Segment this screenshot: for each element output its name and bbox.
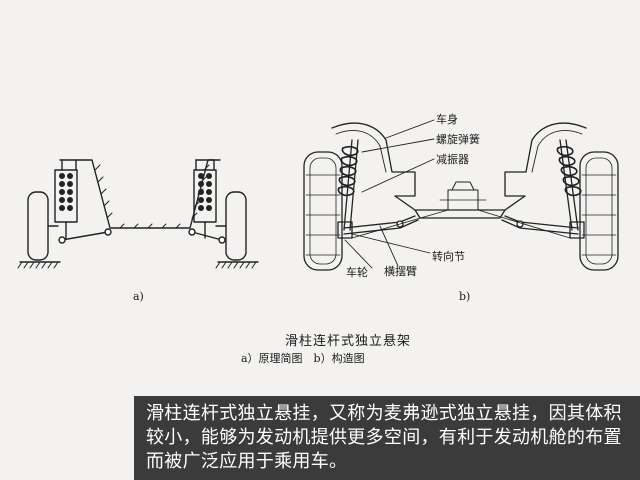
- leader-lines: [344, 119, 435, 269]
- left-wheel-schematic: [27, 191, 49, 261]
- label-steering-knuckle: 转向节: [432, 250, 465, 263]
- left-tire: [303, 151, 343, 271]
- panel-b-label: b): [459, 290, 471, 303]
- label-body: 车身: [436, 113, 458, 126]
- label-shock-absorber: 减振器: [436, 153, 469, 166]
- label-wheel: 车轮: [346, 266, 368, 279]
- left-fender: [331, 122, 416, 197]
- panel-a-label: a): [133, 290, 144, 303]
- right-knuckle: [569, 221, 585, 239]
- right-fender: [504, 122, 587, 197]
- caption-text: 滑柱连杆式独立悬挂，又称为麦弗逊式独立悬挂，因其体积较小，能够为发动机提供更多空…: [146, 403, 622, 472]
- figure-subtitle: a）原理简图 b）构造图: [241, 352, 365, 365]
- subframe: [394, 195, 526, 211]
- construction-diagram: [303, 119, 619, 271]
- label-control-arm: 横摆臂: [384, 265, 417, 278]
- left-knuckle: [337, 221, 353, 239]
- right-tire: [579, 151, 619, 271]
- label-coil-spring: 螺旋弹簧: [436, 133, 480, 146]
- right-wheel-schematic: [225, 191, 247, 261]
- schematic-diagram: [17, 159, 259, 269]
- figure-title: 滑柱连杆式独立悬架: [285, 334, 412, 349]
- left-strut-schematic: [54, 169, 78, 223]
- caption-overlay: 滑柱连杆式独立悬挂，又称为麦弗逊式独立悬挂，因其体积较小，能够为发动机提供更多空…: [134, 396, 640, 480]
